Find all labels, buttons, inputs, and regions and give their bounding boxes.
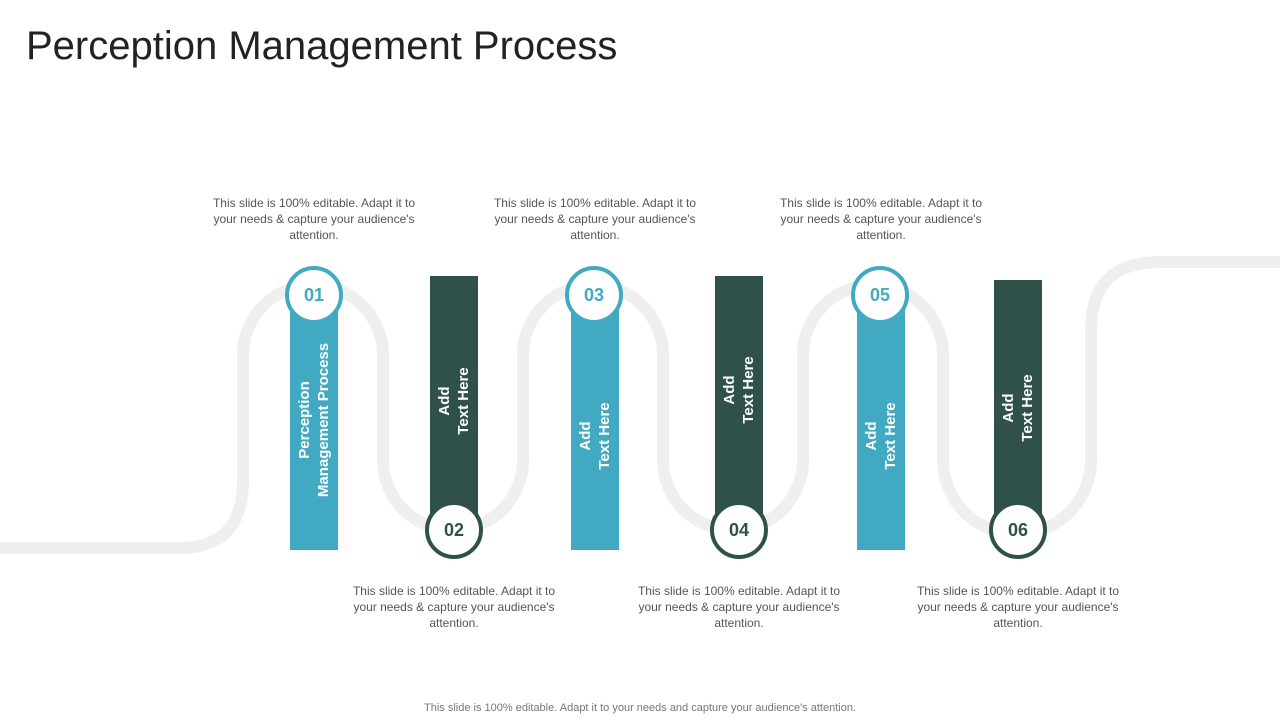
step-3-description: This slide is 100% editable. Adapt it to… (493, 196, 697, 242)
step-2-number-badge: 02 (425, 501, 483, 559)
footer-note: This slide is 100% editable. Adapt it to… (424, 702, 856, 714)
step-4-description: This slide is 100% editable. Adapt it to… (637, 584, 841, 630)
step-4-number-badge: 04 (710, 501, 768, 559)
step-6-description: This slide is 100% editable. Adapt it to… (916, 584, 1120, 630)
step-5-number-badge: 05 (851, 266, 909, 324)
step-3-number-badge: 03 (565, 266, 623, 324)
step-6-number-badge: 06 (989, 501, 1047, 559)
step-1-description: This slide is 100% editable. Adapt it to… (212, 196, 416, 242)
step-2-description: This slide is 100% editable. Adapt it to… (352, 584, 556, 630)
step-5-description: This slide is 100% editable. Adapt it to… (779, 196, 983, 242)
page-title: Perception Management Process (26, 24, 618, 68)
step-1-number-badge: 01 (285, 266, 343, 324)
